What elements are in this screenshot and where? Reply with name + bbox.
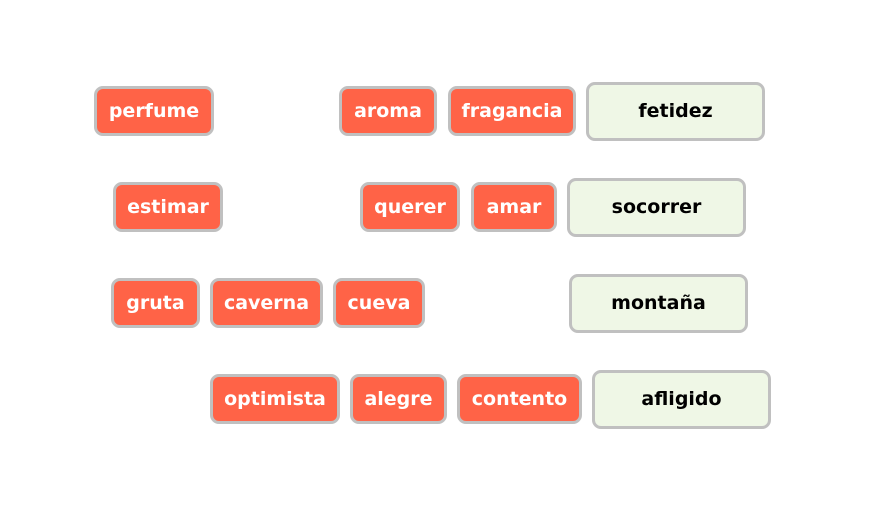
word-chip-alegre[interactable]: alegre — [350, 374, 447, 424]
word-chip-cueva[interactable]: cueva — [333, 278, 425, 328]
word-chip-amar[interactable]: amar — [471, 182, 557, 232]
word-chip-perfume[interactable]: perfume — [94, 86, 214, 136]
target-word-montana[interactable]: montaña — [569, 274, 748, 333]
word-chip-aroma[interactable]: aroma — [339, 86, 437, 136]
word-chip-querer[interactable]: querer — [360, 182, 460, 232]
word-chip-estimar[interactable]: estimar — [113, 182, 223, 232]
target-word-socorrer[interactable]: socorrer — [567, 178, 746, 237]
target-word-fetidez[interactable]: fetidez — [586, 82, 765, 141]
word-chip-optimista[interactable]: optimista — [210, 374, 340, 424]
target-word-afligido[interactable]: afligido — [592, 370, 771, 429]
word-chip-gruta[interactable]: gruta — [111, 278, 200, 328]
word-chip-contento[interactable]: contento — [457, 374, 582, 424]
word-chip-fragancia[interactable]: fragancia — [448, 86, 576, 136]
word-chip-caverna[interactable]: caverna — [210, 278, 323, 328]
